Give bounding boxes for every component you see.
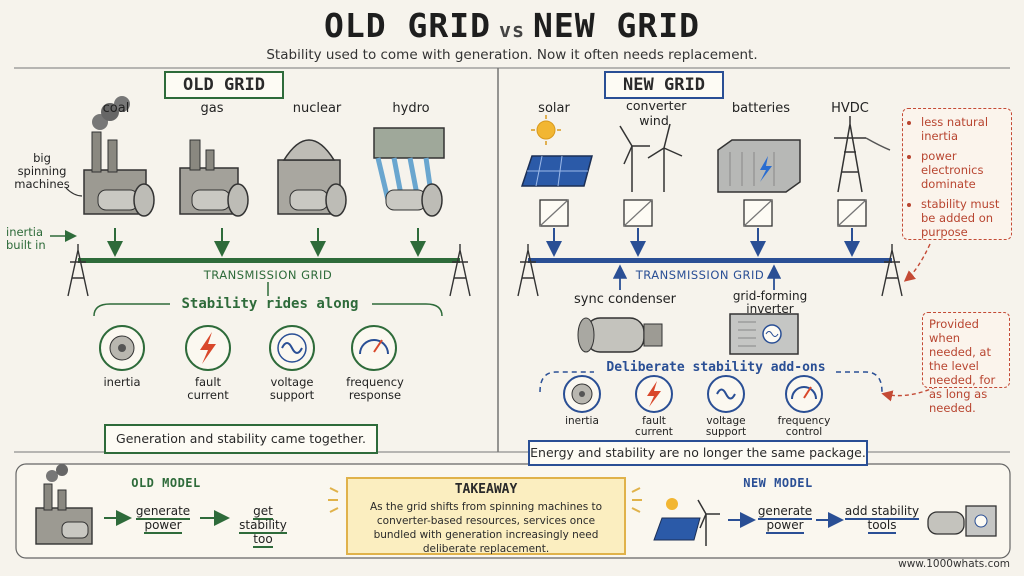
new-transmission-line [528, 258, 892, 263]
source-hvdc: HVDC [831, 101, 869, 116]
old-model-step-generate: generate power [135, 504, 191, 534]
old-inertia-icon [99, 325, 145, 371]
old-service-voltage-support: voltage support [269, 375, 315, 402]
new-transmission-label: TRANSMISSION GRID [635, 268, 765, 282]
source-nuclear: nuclear [292, 101, 342, 116]
old-service-inertia: inertia [103, 375, 141, 389]
source-coal: coal [102, 101, 130, 116]
grid-forming-inverter-icon [729, 313, 799, 355]
title-vs: vs [498, 18, 526, 42]
source-hydro: hydro [392, 101, 430, 116]
inertia-built-in-note: inertia built in [6, 225, 46, 252]
new-voltage-support-icon [707, 375, 745, 413]
old-model-factory-icon [35, 464, 93, 545]
gas-plant-icon [179, 139, 249, 217]
old-frequency-response-icon [351, 325, 397, 371]
takeaway-heading: TAKEAWAY [454, 482, 518, 497]
old-transmission-label: TRANSMISSION GRID [203, 268, 333, 282]
old-model-step-stability: get stability too [239, 504, 287, 548]
old-fault-current-icon [185, 325, 231, 371]
note-power-electronics: power electronics dominate [921, 149, 1011, 191]
source-gas: gas [200, 101, 224, 116]
new-model-step-stability-tools: add stability tools [844, 504, 920, 534]
new-model-heading: NEW MODEL [743, 476, 813, 490]
solar-panel-icon [520, 115, 593, 187]
old-voltage-support-icon [269, 325, 315, 371]
old-service-fault-current: fault current [187, 375, 229, 402]
new-addons-bracket [539, 371, 883, 393]
new-service-voltage-support: voltage support [705, 415, 747, 438]
side-note-arrow [65, 187, 83, 197]
takeaway-sparkles [328, 487, 642, 513]
new-model-tools-icon [927, 505, 997, 537]
hydro-dam-icon [373, 127, 445, 217]
old-pylon-left-icon [67, 244, 89, 297]
new-pylon-left-icon [517, 244, 539, 297]
new-grid-notes-box: less natural inertia power electronics d… [902, 108, 1012, 240]
old-service-frequency-response: frequency response [346, 375, 404, 402]
device-sync-condenser: sync condenser [574, 292, 676, 307]
new-pylon-right-icon [881, 244, 903, 297]
big-spinning-machines-note: big spinning machines [14, 151, 70, 191]
new-service-fault-current: fault current [635, 415, 673, 438]
old-transmission-line [78, 258, 460, 263]
old-model-heading: OLD MODEL [131, 476, 201, 490]
title-right: NEW GRID [533, 6, 700, 45]
converter-boxes [539, 199, 867, 227]
new-grid-label: NEW GRID [604, 71, 724, 99]
old-grid-callout: Generation and stability came together. [104, 424, 378, 454]
notes-arrow [903, 243, 931, 282]
old-pylon-right-icon [449, 244, 471, 297]
coal-plant-icon [83, 96, 155, 217]
new-frequency-control-icon [785, 375, 823, 413]
footer-url: www.1000whats.com [898, 558, 1010, 570]
battery-container-icon [717, 139, 801, 193]
note-less-inertia: less natural inertia [921, 115, 1011, 143]
source-solar: solar [538, 101, 570, 116]
old-feed-arrows [107, 228, 426, 257]
subtitle: Stability used to come with generation. … [266, 47, 758, 63]
new-fault-current-icon [635, 375, 673, 413]
new-service-frequency-control: frequency control [777, 415, 831, 438]
title-left: OLD GRID [324, 6, 491, 45]
nuclear-plant-icon [277, 139, 347, 217]
new-model-step-generate: generate power [757, 504, 813, 534]
deliberate-addons-heading: Deliberate stability add-ons [606, 360, 826, 375]
device-grid-forming-inverter: grid-forming inverter [732, 289, 808, 316]
sync-condenser-icon [577, 317, 663, 353]
hvdc-pylon-icon [834, 116, 891, 193]
wind-turbine-icon [619, 123, 683, 192]
old-grid-label: OLD GRID [164, 71, 284, 99]
device-feed-arrows [612, 264, 782, 290]
takeaway-body: As the grid shifts from spinning machine… [369, 501, 603, 555]
old-stability-bracket [93, 303, 443, 317]
new-model-solar-wind-icon [653, 498, 720, 546]
provided-when-needed-note: Provided when needed, at the level neede… [922, 312, 1010, 415]
note-stability-on-purpose: stability must be added on purpose [921, 197, 1011, 239]
source-batteries: batteries [731, 101, 791, 116]
source-converter-wind: converter wind [626, 98, 687, 128]
new-service-inertia: inertia [565, 415, 599, 427]
new-inertia-icon [563, 375, 601, 413]
new-feed-arrows [546, 228, 860, 257]
new-grid-callout: Energy and stability are no longer the s… [528, 440, 868, 466]
stability-rides-along-heading: Stability rides along [181, 296, 359, 312]
page-title: OLD GRID vs NEW GRID [0, 6, 1024, 45]
takeaway-box: TAKEAWAY As the grid shifts from spinnin… [346, 477, 626, 555]
